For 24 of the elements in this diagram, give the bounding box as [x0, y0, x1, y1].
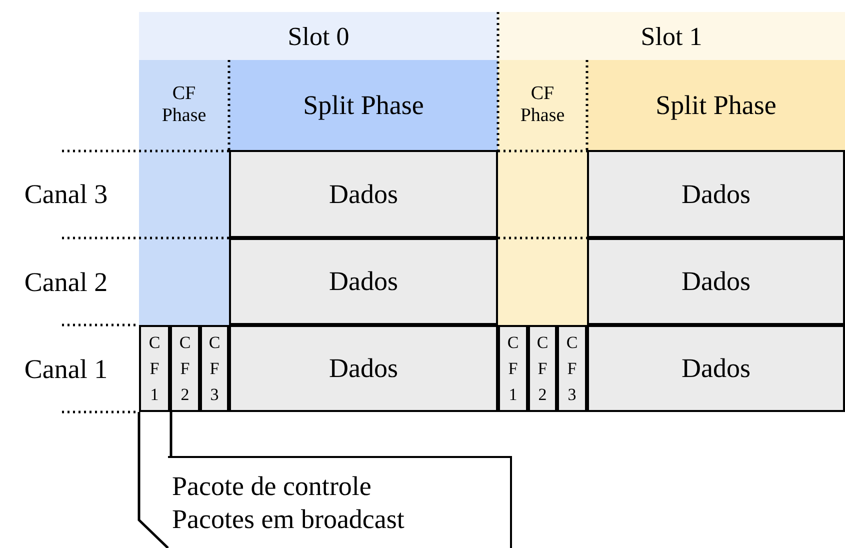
phase-cell: Split Phase	[229, 60, 498, 150]
control-frame-cell: CF2	[528, 325, 557, 412]
channel-label: Canal 3	[24, 178, 108, 211]
control-frame-cell: CF3	[200, 325, 229, 412]
data-cell: Dados	[229, 325, 498, 412]
channel-label: Canal 2	[24, 266, 108, 299]
control-frame-cell: CF1	[498, 325, 528, 412]
phase-cell: Split Phase	[587, 60, 845, 150]
data-cell: Dados	[229, 238, 498, 325]
control-frame-cell: CF2	[170, 325, 200, 412]
control-frame-cell: CF1	[139, 325, 170, 412]
callout-label: Pacote de controle Pacotes em broadcast	[168, 456, 512, 548]
channel-label: Canal 1	[24, 352, 108, 386]
leader-line	[170, 412, 172, 456]
slot-header: Slot 1	[498, 12, 845, 60]
phase-cell: CF Phase	[498, 60, 587, 150]
control-frame-cell: CF3	[557, 325, 587, 412]
slot-header: Slot 0	[139, 12, 498, 60]
data-cell: Dados	[587, 150, 845, 238]
data-cell: Dados	[587, 325, 845, 412]
phase-cell: CF Phase	[139, 60, 229, 150]
data-cell: Dados	[229, 150, 498, 238]
data-cell: Dados	[587, 238, 845, 325]
leader-line	[138, 412, 169, 548]
